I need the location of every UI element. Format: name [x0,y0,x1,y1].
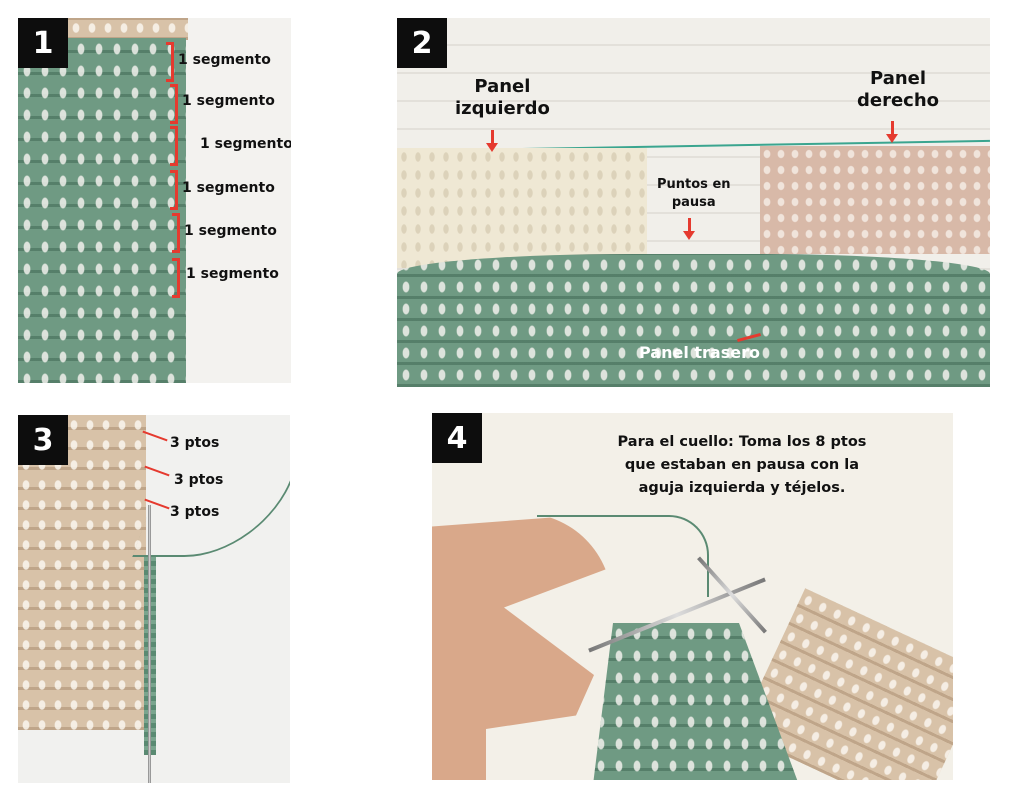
label-line: Panel [474,76,531,97]
back-panel-label: Panel trasero [639,343,760,362]
stitch-count-label: 3 ptos [170,435,220,451]
photo-panel-4: 4 Para el cuello: Toma los 8 ptos que es… [432,413,953,780]
green-knit-fabric [18,38,186,383]
step-number-badge: 4 [432,413,482,463]
segment-bracket [172,213,180,253]
photo-panel-1: 1 1 segmento 1 segmento 1 segmento 1 seg… [18,18,291,383]
segment-label: 1 segmento [182,93,275,109]
segment-bracket [170,84,178,124]
red-arrow-left [142,430,168,442]
right-panel-fabric [760,146,990,254]
segment-bracket [170,126,178,166]
green-knit-fabric [592,623,802,780]
step-number-badge: 1 [18,18,68,68]
step-number-badge: 3 [18,415,68,465]
beige-knit-strip [68,18,188,40]
left-panel-fabric [397,148,647,268]
stitch-count-label: 3 ptos [170,504,220,520]
stitches-on-hold-label: Puntos en pausa [657,176,731,212]
caption-line: que estaban en pausa con la [624,457,860,473]
segment-label: 1 segmento [178,52,271,68]
green-yarn-strand [537,515,709,597]
stitch-count-label: 3 ptos [174,472,224,488]
segment-bracket [170,170,178,210]
label-line: Panel [869,68,927,89]
label-line: izquierdo [455,98,550,119]
red-arrow-down [886,121,898,143]
red-arrow-down [486,130,498,152]
segment-label: 1 segmento [184,223,277,239]
label-line: Puntos en [657,177,731,192]
photo-panel-3: 3 3 ptos 3 ptos 3 ptos [18,415,290,783]
segment-bracket [172,258,180,298]
step-number-badge: 2 [397,18,447,68]
segment-label: 1 segmento [182,180,275,196]
instruction-caption: Para el cuello: Toma los 8 ptos que esta… [582,431,902,500]
knitting-needle [148,505,151,783]
caption-line: aguja izquierda y téjelos. [638,480,846,496]
label-line: pausa [671,195,716,210]
back-panel-fabric [397,254,990,387]
segment-label: 1 segmento [186,266,279,282]
segment-label: 1 segmento [200,136,291,152]
segment-bracket [166,42,174,82]
red-arrow-down [683,218,695,240]
label-line: derecho [857,90,940,111]
caption-line: Para el cuello: Toma los 8 ptos [617,434,867,450]
beige-knit-fabric [18,415,146,730]
